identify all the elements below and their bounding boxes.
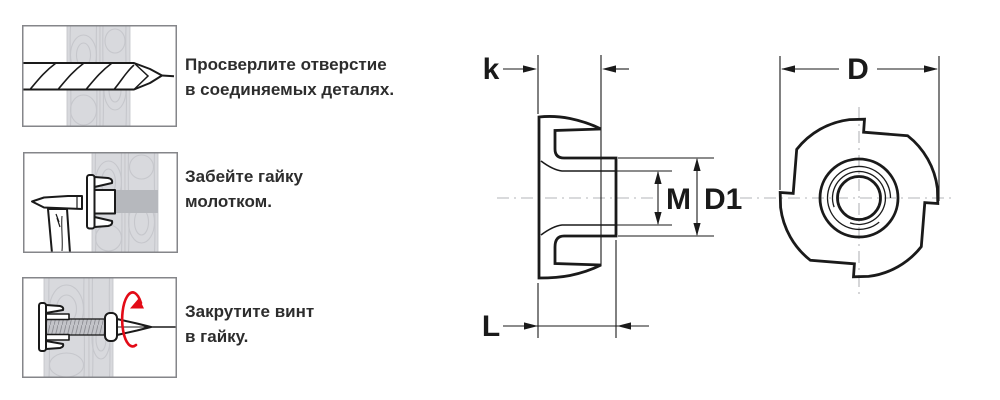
- step-1-text: Просверлите отверстие в соединяемых дета…: [185, 52, 420, 102]
- step-2-illustration: [23, 152, 178, 253]
- step-3-text: Закрутите винт в гайку.: [185, 299, 420, 349]
- dimension-label-M: M: [666, 183, 691, 216]
- bore-circle: [836, 175, 882, 221]
- front-view-outline: [778, 117, 940, 279]
- step-2-text: Забейте гайку молотком.: [185, 164, 420, 214]
- dimension-D1: D1: [618, 157, 742, 237]
- thread-line-bottom: [540, 224, 616, 236]
- tee-nut: [86, 174, 116, 230]
- drilled-hole: [115, 190, 158, 213]
- dimension-L: L: [482, 240, 649, 343]
- side-view: [537, 115, 618, 280]
- step-2-line-1: Забейте гайку: [185, 167, 303, 186]
- step-1-line-1: Просверлите отверстие: [185, 55, 387, 74]
- drill-icon: [22, 62, 175, 91]
- bolt-and-tee-nut: [38, 302, 176, 352]
- step-1-frame: [22, 25, 177, 127]
- step-3-illustration: [22, 277, 177, 378]
- dimension-D: D: [779, 53, 940, 201]
- dimension-k: k: [483, 53, 629, 266]
- thread-arc-outer: [826, 165, 892, 231]
- step-3-frame: [22, 277, 177, 378]
- barrel-circle: [818, 157, 900, 239]
- step-2-frame: [23, 152, 178, 253]
- dimension-M: M: [616, 170, 691, 226]
- step-1-illustration: [22, 25, 177, 127]
- thread-line-top: [540, 160, 616, 172]
- step-3-line-1: Закрутите винт: [185, 302, 315, 321]
- technical-drawing: k L M D1: [482, 53, 951, 343]
- rotation-arrow: [120, 291, 144, 348]
- thread-arc-inner: [831, 170, 887, 226]
- bolt-head: [104, 312, 118, 342]
- step-1-line-2: в соединяемых деталях.: [185, 80, 395, 99]
- step-3-line-2: в гайку.: [185, 327, 249, 346]
- side-view-outline: [537, 115, 618, 280]
- threaded-rod: [45, 318, 106, 336]
- dimension-label-L: L: [482, 310, 500, 343]
- hammer-icon: [31, 195, 83, 253]
- dimension-label-D1: D1: [704, 183, 742, 216]
- dimension-label-D: D: [847, 53, 869, 86]
- step-2-line-2: молотком.: [185, 192, 272, 211]
- front-view: [778, 117, 940, 279]
- dimension-label-k: k: [483, 53, 500, 86]
